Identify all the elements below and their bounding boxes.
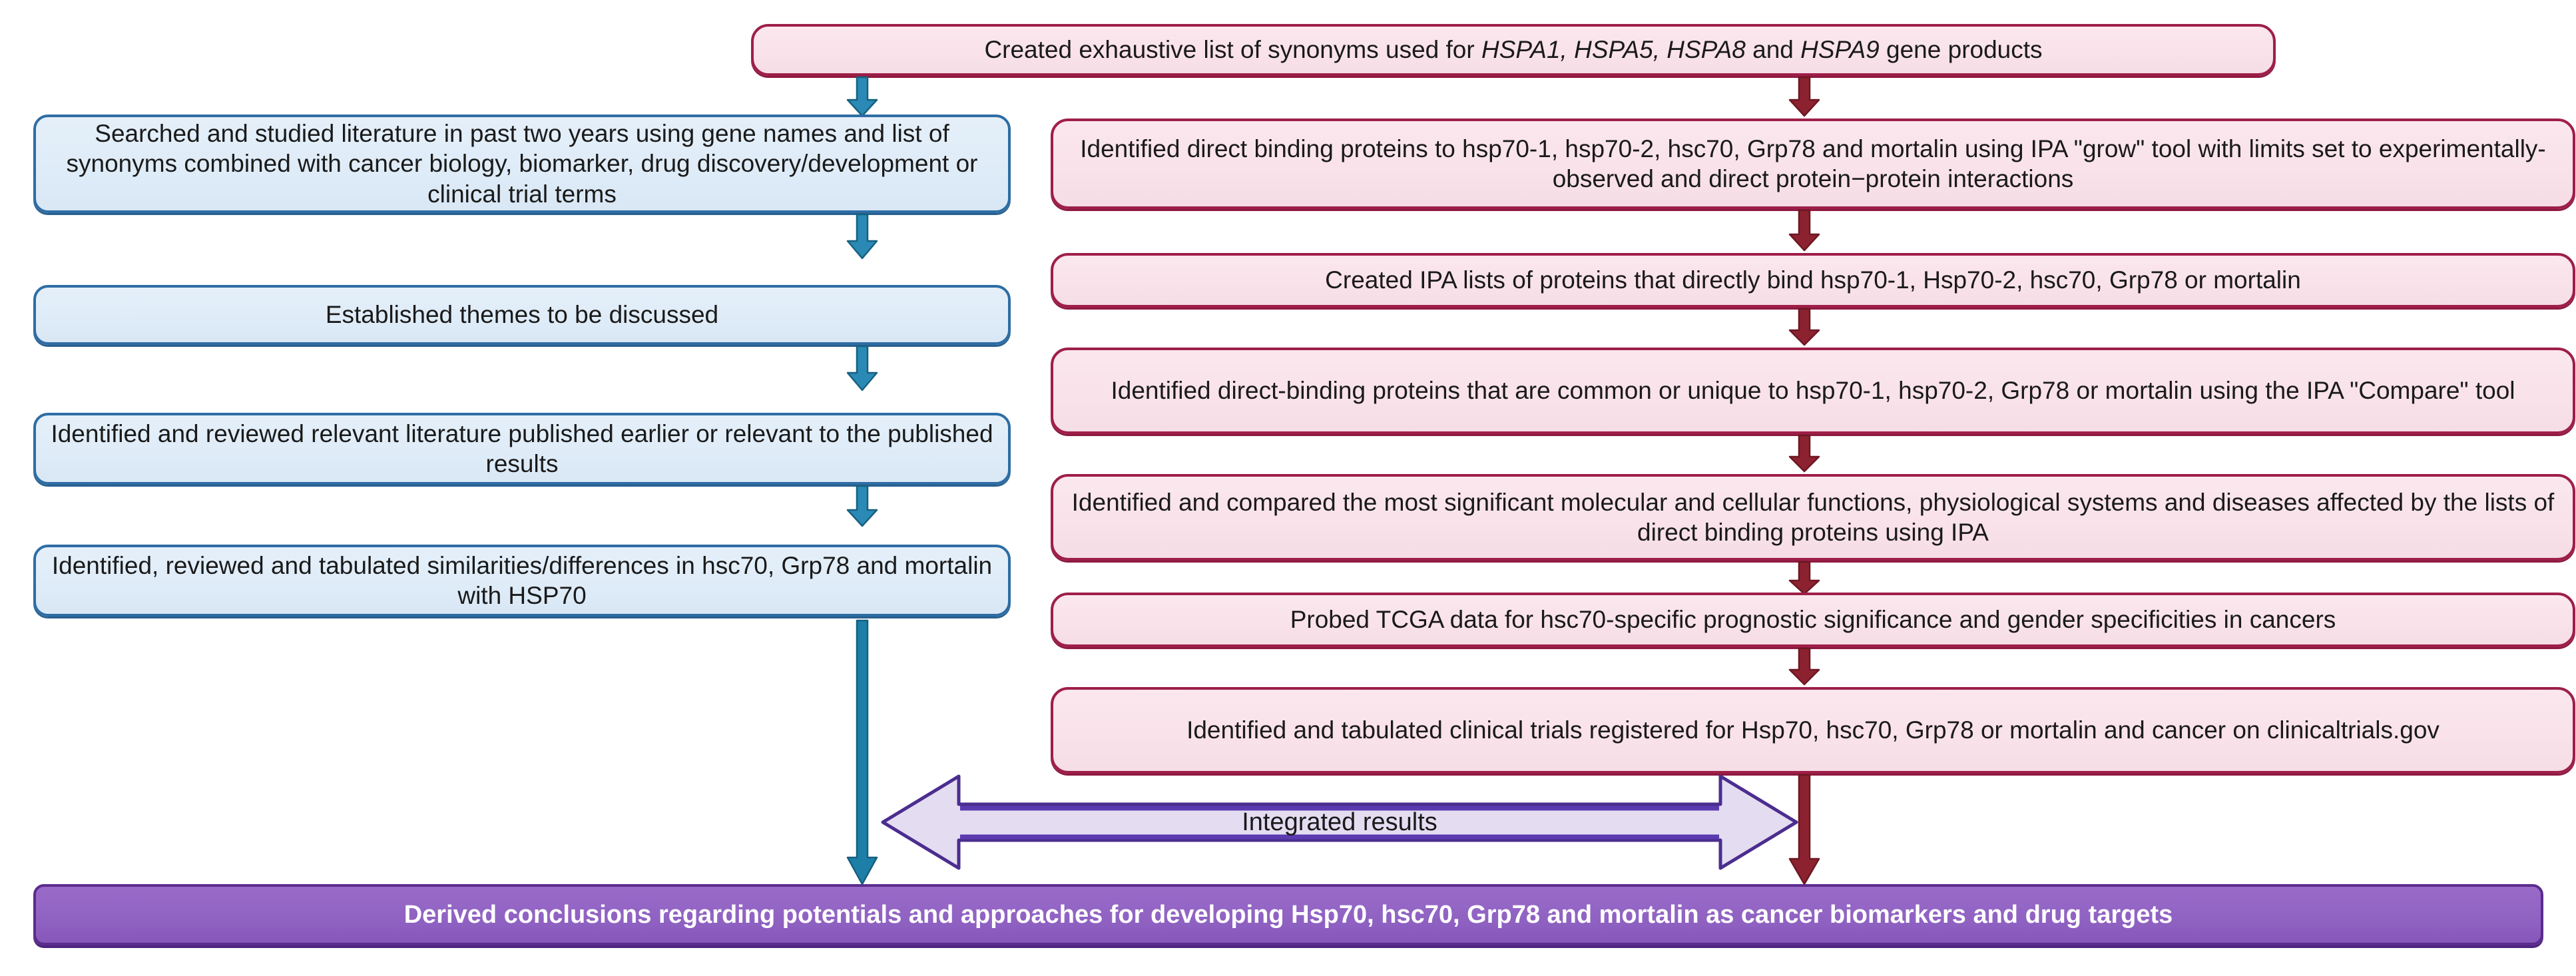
box-established-themes-label: Established themes to be discussed	[325, 301, 719, 329]
box-probed-tcga: Probed TCGA data for hsc70-specific prog…	[1051, 593, 2575, 647]
connector-right-3-4	[1788, 434, 1820, 473]
connector-header-to-right	[1788, 76, 1820, 117]
box-identified-direct-binding-label: Identified direct binding proteins to hs…	[1080, 134, 2546, 192]
connector-header-to-left	[846, 76, 878, 117]
box-clinical-trials-label: Identified and tabulated clinical trials…	[1186, 716, 2440, 744]
box-created-ipa-lists: Created IPA lists of proteins that direc…	[1051, 253, 2575, 308]
connector-right-4-5	[1788, 561, 1820, 595]
box-common-or-unique-label: Identified direct-binding proteins that …	[1111, 377, 2515, 405]
box-searched-literature-label: Searched and studied literature in past …	[66, 120, 978, 208]
box-clinical-trials: Identified and tabulated clinical trials…	[1051, 687, 2575, 774]
box-established-themes: Established themes to be discussed	[33, 285, 1011, 345]
title-part-3: gene products	[1879, 36, 2043, 64]
connector-right-to-conclusion	[1788, 774, 1820, 887]
connector-left-to-conclusion	[846, 619, 878, 887]
box-searched-literature: Searched and studied literature in past …	[33, 115, 1011, 213]
box-identified-reviewed-literature-label: Identified and reviewed relevant literat…	[51, 419, 993, 477]
box-conclusion-banner: Derived conclusions regarding potentials…	[33, 884, 2543, 945]
box-common-or-unique: Identified direct-binding proteins that …	[1051, 348, 2575, 434]
box-created-synonyms-list: Created exhaustive list of synonyms used…	[751, 24, 2276, 76]
box-identified-reviewed-literature: Identified and reviewed relevant literat…	[33, 413, 1011, 485]
box-created-synonyms-list-label: Created exhaustive list of synonyms used…	[768, 35, 2258, 65]
box-identified-direct-binding: Identified direct binding proteins to hs…	[1051, 119, 2575, 209]
connector-left-1-2	[846, 213, 878, 260]
connector-right-5-6	[1788, 647, 1820, 686]
box-significant-functions: Identified and compared the most signifi…	[1051, 474, 2575, 561]
box-tabulated-similarities: Identified, reviewed and tabulated simil…	[33, 545, 1011, 616]
box-tabulated-similarities-label: Identified, reviewed and tabulated simil…	[51, 551, 993, 609]
title-part-2: and	[1745, 36, 1801, 64]
box-created-ipa-lists-label: Created IPA lists of proteins that direc…	[1325, 266, 2301, 294]
connector-right-2-3	[1788, 308, 1820, 346]
box-conclusion-banner-label: Derived conclusions regarding potentials…	[403, 900, 2173, 929]
integrated-results-arrow: Integrated results	[880, 774, 1799, 871]
connector-right-1-2	[1788, 209, 1820, 252]
connector-left-2-3	[846, 345, 878, 391]
box-significant-functions-label: Identified and compared the most signifi…	[1071, 488, 2555, 546]
box-probed-tcga-label: Probed TCGA data for hsc70-specific prog…	[1290, 606, 2336, 634]
title-part-1: Created exhaustive list of synonyms used…	[984, 36, 1481, 64]
connector-left-3-4	[846, 485, 878, 527]
title-genes-1: HSPA1, HSPA5, HSPA8	[1481, 36, 1746, 64]
title-genes-2: HSPA9	[1800, 36, 1880, 64]
